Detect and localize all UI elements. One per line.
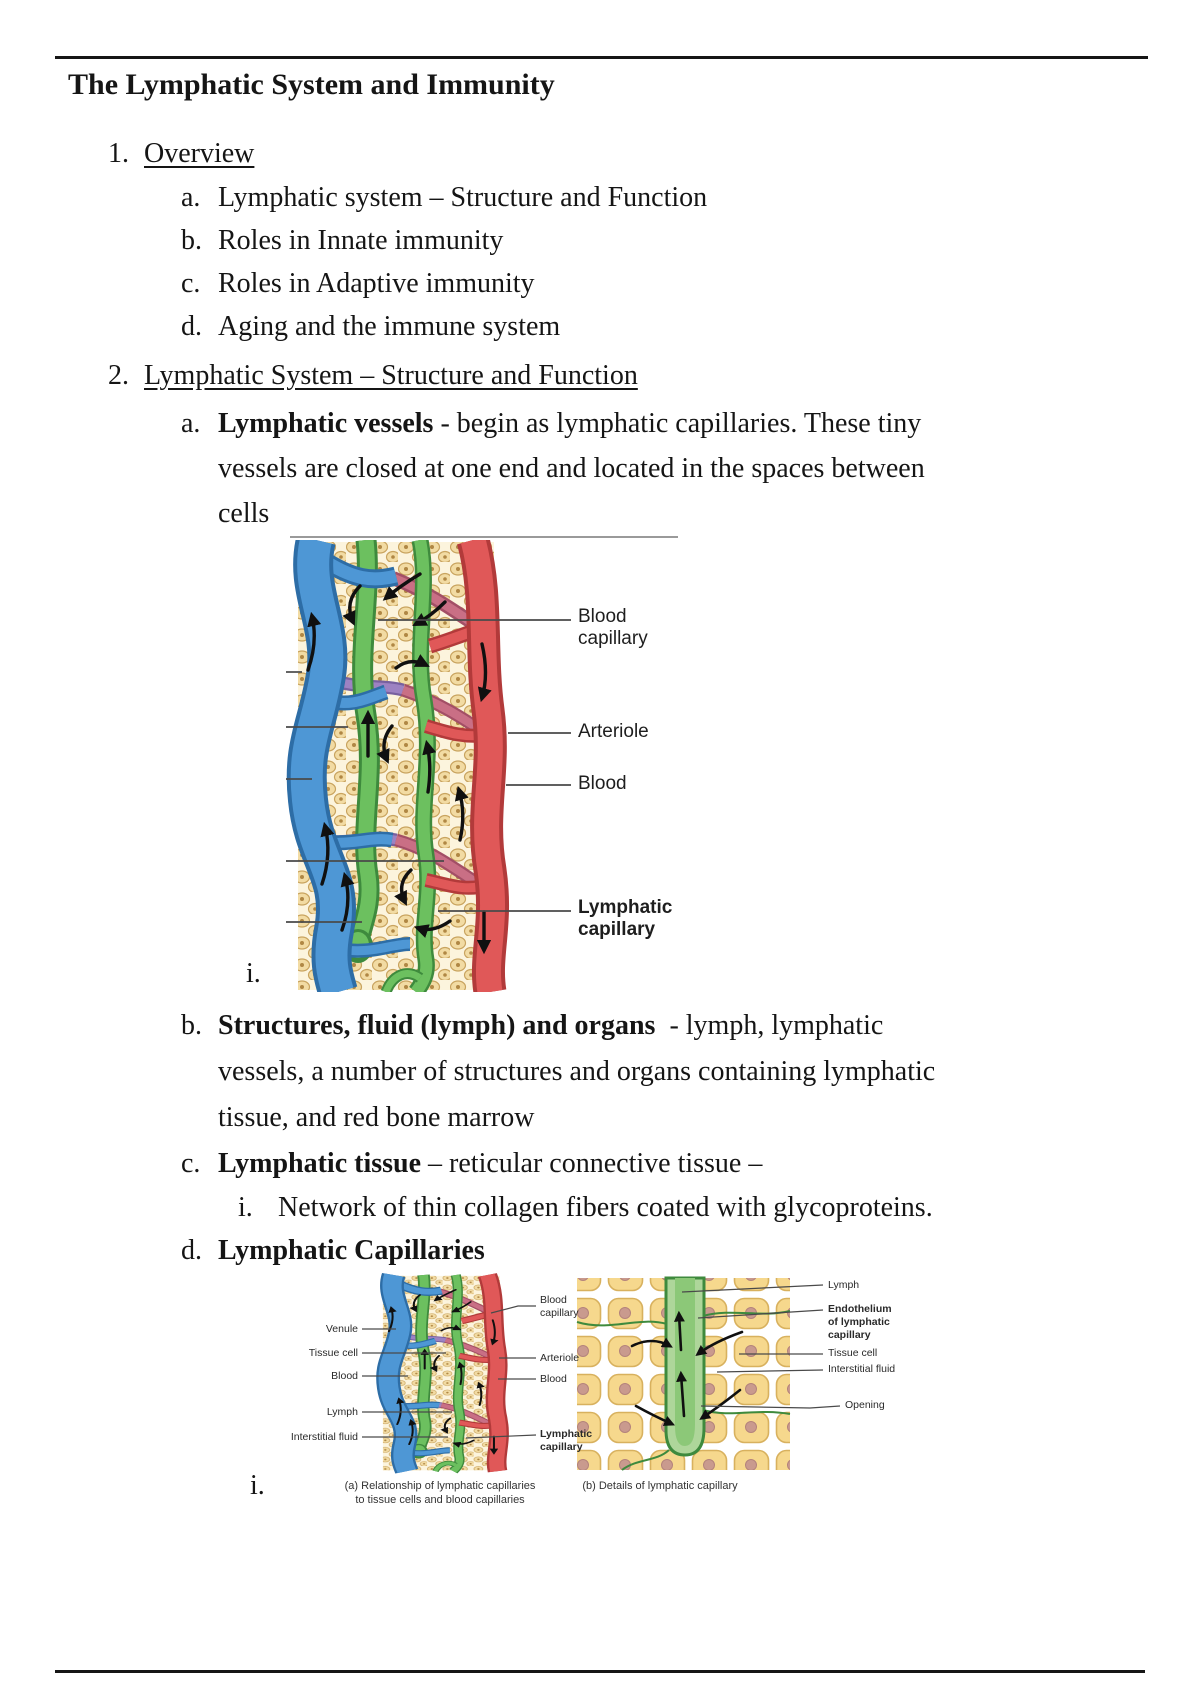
list-marker: a. bbox=[181, 408, 201, 439]
outline-item-2b: b. Structures, fluid (lymph) and organs -… bbox=[181, 1010, 883, 1042]
fig1-label-blood-capillary: Blood capillary bbox=[578, 606, 648, 650]
leader-lines bbox=[286, 619, 571, 923]
outline-item-2b-cont1: vessels, a number of structures and orga… bbox=[218, 1056, 936, 1087]
fig2b-label-endothelium: Endothelium of lymphatic capillary bbox=[828, 1303, 892, 1342]
outline-item-2d-term: Lymphatic Capillaries bbox=[218, 1235, 485, 1266]
panel-b-leader-lines bbox=[681, 1284, 841, 1409]
vessels-artwork bbox=[286, 540, 510, 992]
outline-item-2d: d. Lymphatic Capillaries bbox=[181, 1235, 485, 1267]
venule-blue bbox=[286, 540, 411, 992]
figure1-list-marker: i. bbox=[246, 958, 261, 989]
outline-item-2b-term: Structures, fluid (lymph) and organs bbox=[218, 1010, 656, 1041]
figure-lymphatic-capillary-details: Venule Tissue cell Blood Lymph Interstit… bbox=[270, 1258, 970, 1522]
outline-item-2c-i: i. Network of thin collagen fibers coated… bbox=[238, 1192, 933, 1224]
fig2a-label-tissue-cell: Tissue cell bbox=[308, 1347, 358, 1359]
outline-item-1b-label: Roles in Innate immunity bbox=[218, 225, 504, 256]
fig2a-label-lymphatic-capillary: Lymphatic capillary bbox=[540, 1428, 593, 1454]
outline-item-1a: a. Lymphatic system – Structure and Funct… bbox=[181, 182, 707, 214]
fig1-label-arteriole: Arteriole bbox=[578, 721, 649, 742]
outline-item-2c-i-label: Network of thin collagen fibers coated w… bbox=[278, 1192, 933, 1223]
list-marker: b. bbox=[181, 225, 202, 256]
outline-item-1: 1. Overview bbox=[108, 138, 254, 170]
lymphatic-capillaries-green bbox=[349, 540, 437, 992]
outline-item-2c-text: – reticular connective tissue – bbox=[421, 1148, 763, 1179]
fig2b-label-opening: Opening bbox=[845, 1399, 885, 1411]
fig2a-label-arteriole: Arteriole bbox=[540, 1352, 580, 1364]
outline-item-2a-cont2: cells bbox=[218, 498, 270, 529]
outline-item-1c-label: Roles in Adaptive immunity bbox=[218, 268, 535, 299]
fig2a-label-lymph: Lymph bbox=[326, 1406, 358, 1418]
list-marker: 1. bbox=[108, 138, 129, 169]
figure1-illustration bbox=[286, 540, 571, 992]
list-marker: i. bbox=[238, 1192, 253, 1223]
panel-b-flow-arrows bbox=[630, 1310, 744, 1426]
outline-item-2b-text: - lymph, lymphatic bbox=[655, 1010, 884, 1041]
figure2-list-marker: i. bbox=[250, 1470, 265, 1501]
fig2a-label-interstitial-fluid: Interstitial fluid bbox=[290, 1431, 358, 1443]
outline-item-1b: b. Roles in Innate immunity bbox=[181, 225, 503, 257]
flow-arrows bbox=[306, 572, 492, 955]
outline-item-2b-cont2: tissue, and red bone marrow bbox=[218, 1102, 535, 1133]
figure-lymphatic-capillary-overview: Blood capillary Arteriole Blood Lymphati… bbox=[268, 540, 672, 992]
fig2b-label-interstitial-fluid: Interstitial fluid bbox=[828, 1363, 896, 1375]
outline-item-2c: c. Lymphatic tissue – reticular connectiv… bbox=[181, 1148, 762, 1180]
outline-item-2-label: Lymphatic System – Structure and Functio… bbox=[144, 360, 638, 391]
arteriole-red bbox=[423, 540, 510, 992]
fig2a-label-blood-capillary: Blood capillary bbox=[540, 1294, 579, 1320]
outline-item-2a-cont1: vessels are closed at one end and locate… bbox=[218, 453, 925, 484]
outline-item-1-label: Overview bbox=[144, 138, 255, 169]
panel-a-leader-lines bbox=[362, 1305, 537, 1439]
figure2-illustration bbox=[362, 1258, 841, 1518]
list-marker: c. bbox=[181, 268, 201, 299]
fig1-label-blood: Blood bbox=[578, 773, 627, 794]
list-marker: 2. bbox=[108, 360, 129, 391]
list-marker: c. bbox=[181, 1148, 201, 1179]
list-marker: b. bbox=[181, 1010, 202, 1041]
fig2b-label-lymph: Lymph bbox=[828, 1279, 860, 1291]
fig2a-label-blood-right: Blood bbox=[540, 1373, 567, 1385]
panel-b-artwork bbox=[576, 1276, 791, 1471]
outline-item-1d: d. Aging and the immune system bbox=[181, 311, 560, 343]
bottom-rule bbox=[55, 1670, 1145, 1673]
outline-item-2c-term: Lymphatic tissue bbox=[218, 1148, 422, 1179]
list-marker: d. bbox=[181, 311, 202, 342]
outline-item-1a-label: Lymphatic system – Structure and Functio… bbox=[218, 182, 708, 213]
outline-item-1c: c. Roles in Adaptive immunity bbox=[181, 268, 535, 300]
list-marker: d. bbox=[181, 1235, 202, 1266]
list-marker: a. bbox=[181, 182, 201, 213]
page-title: The Lymphatic System and Immunity bbox=[68, 68, 555, 101]
outline-item-2a-text: - begin as lymphatic capillaries. These … bbox=[433, 408, 922, 439]
fig2b-caption: (b) Details of lymphatic capillary bbox=[582, 1480, 738, 1492]
fig2a-label-venule: Venule bbox=[325, 1323, 358, 1335]
panel-a-artwork bbox=[383, 1275, 500, 1471]
fig2b-label-tissue-cell: Tissue cell bbox=[828, 1347, 878, 1359]
outline-item-2: 2. Lymphatic System – Structure and Funct… bbox=[108, 360, 638, 392]
outline-item-2a-term: Lymphatic vessels bbox=[218, 408, 434, 439]
fig1-label-lymphatic-capillary: Lymphatic capillary bbox=[578, 897, 673, 941]
fig2a-caption: (a) Relationship of lymphatic capillarie… bbox=[344, 1480, 536, 1507]
top-rule bbox=[55, 56, 1148, 59]
outline-item-1d-label: Aging and the immune system bbox=[218, 311, 561, 342]
outline-item-2a: a. Lymphatic vessels - begin as lymphatic… bbox=[181, 408, 921, 440]
fig2a-label-blood: Blood bbox=[331, 1370, 358, 1382]
fill-in-blank-line bbox=[290, 536, 678, 538]
